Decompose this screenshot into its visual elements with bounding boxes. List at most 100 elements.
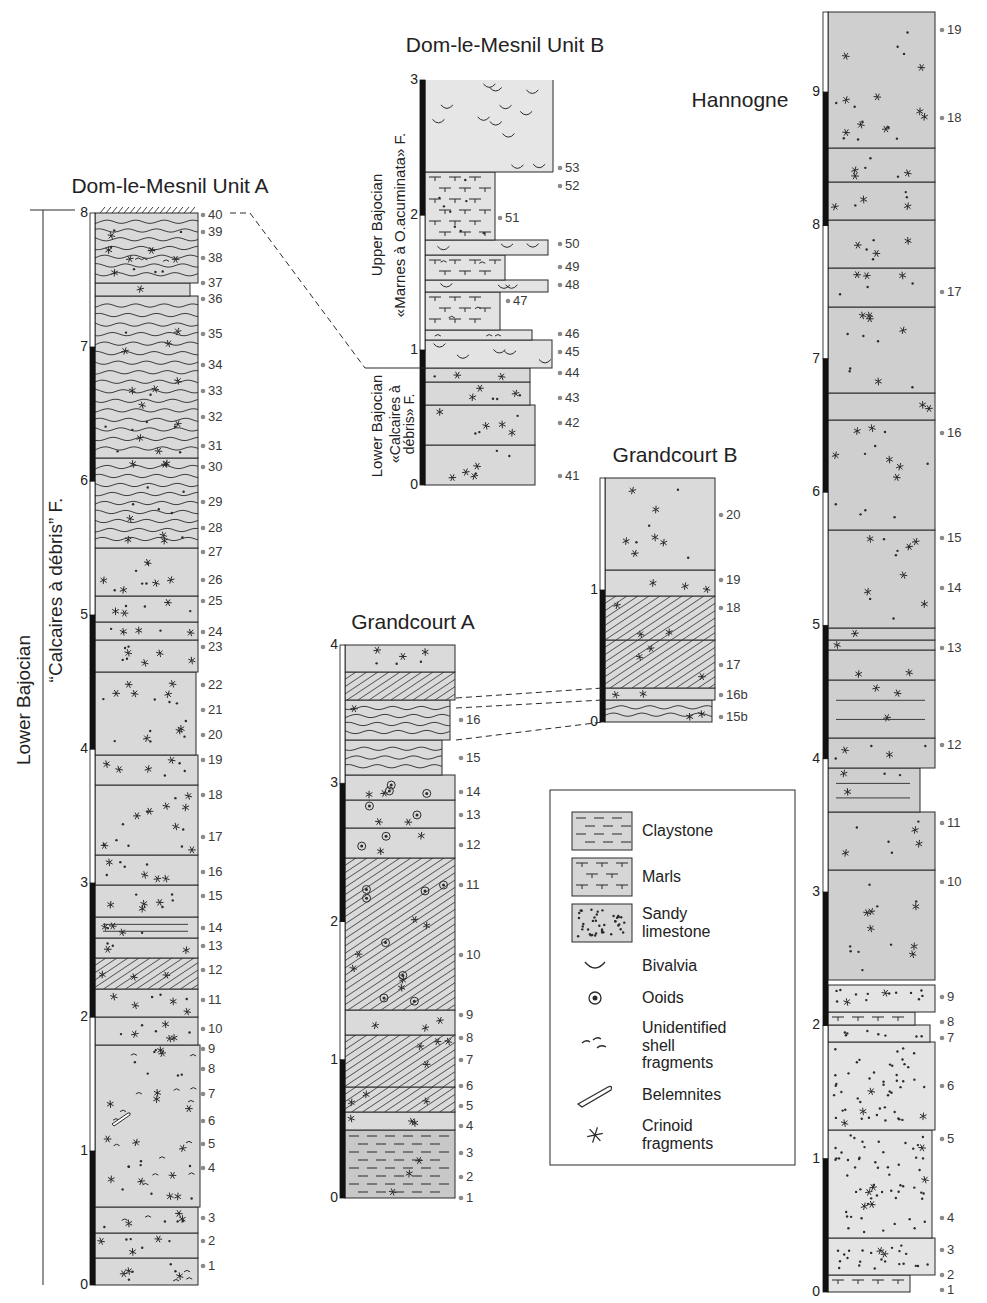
bed-part-part (395, 663, 397, 665)
bed-part-part (900, 572, 908, 579)
sample-number: 52 (565, 179, 579, 193)
bed-part-part (184, 770, 186, 772)
bed-part (844, 1030, 923, 1038)
sample-dot (498, 216, 503, 221)
sample-number: 17 (726, 658, 740, 672)
bed-part-part (868, 1116, 870, 1118)
scale-bar-part (90, 749, 95, 883)
bed-part-part (621, 842, 631, 843)
scale-bar-part (823, 1159, 828, 1292)
bed-part-part (125, 536, 132, 544)
bed-part-part (454, 372, 462, 379)
bed-part (104, 942, 190, 954)
bed-part (828, 985, 935, 1012)
bed-part-part (857, 121, 864, 128)
bed-part-part (95, 255, 198, 259)
bed-part-part (899, 1184, 901, 1186)
sample-dot (201, 213, 206, 218)
bed-part-part (869, 157, 871, 159)
sample-number: 6 (208, 1114, 215, 1128)
sample-number: 31 (208, 439, 222, 453)
bed-part (440, 284, 517, 289)
bed-part-part (100, 577, 107, 585)
bed-part-part (388, 789, 391, 792)
bed-part-part (135, 258, 141, 260)
bed-part-part (901, 1058, 903, 1060)
bed-part-part (125, 1238, 127, 1240)
bed-part-part (913, 1227, 915, 1229)
bed-part (345, 645, 455, 672)
bed-part (828, 393, 935, 420)
bed-part-part (174, 1270, 176, 1272)
bed-part-part (594, 818, 604, 819)
sample-number: 10 (466, 948, 480, 962)
bed-part-part (460, 230, 462, 232)
legend-swatch (572, 904, 632, 942)
bed (95, 855, 198, 885)
bed-part-part (180, 231, 182, 233)
sample-number: 16 (466, 713, 480, 727)
depth-tick: 4 (330, 637, 338, 652)
bed-part-part (864, 509, 866, 511)
bed-part-part (878, 1141, 880, 1143)
bed-part-part (167, 576, 174, 583)
scale-bar-part (823, 12, 828, 92)
bed-part-part (627, 596, 693, 640)
bed-part-part (131, 1031, 139, 1038)
bed-part-part (904, 203, 911, 211)
bed-part (605, 700, 712, 722)
bed-part-part (880, 1258, 882, 1260)
bed-part-part (863, 1231, 865, 1233)
bed-part-part (413, 1000, 416, 1003)
bed-part-part (119, 929, 126, 936)
bed-part-part (876, 905, 878, 907)
bed-part-part (358, 1160, 368, 1161)
bed-part-part (479, 262, 485, 264)
bed-part (835, 31, 928, 140)
bed-part (605, 596, 715, 640)
bed-part-part (399, 1035, 455, 1087)
sample-number: 25 (208, 594, 222, 608)
bed-part-part (345, 858, 455, 1010)
bed-part-part (601, 909, 603, 911)
sample-number: 36 (208, 292, 222, 306)
sample-dot (558, 265, 563, 270)
bed-part-part (188, 847, 196, 854)
bed-part-part (489, 260, 501, 264)
bed-part-part (832, 1280, 844, 1284)
bed-part-part (112, 690, 120, 697)
sample-dot (940, 1288, 945, 1293)
bed-part-part (578, 912, 580, 914)
bed-part-part (122, 823, 124, 825)
bed-part (95, 958, 198, 989)
sample-dot (506, 299, 511, 304)
bed-part-part (892, 617, 894, 619)
bed-part-part (913, 903, 920, 911)
sample-dot (201, 578, 206, 583)
bed-part-part (843, 96, 850, 103)
sample-number: 18 (947, 111, 961, 125)
bed-part-part (176, 1272, 183, 1280)
bed-part-part (606, 874, 618, 878)
bed-part-part (128, 1165, 130, 1167)
bed-part (95, 283, 190, 296)
bed-part (828, 307, 935, 393)
sample-number: 46 (565, 327, 579, 341)
bed (95, 283, 190, 296)
scale-bar-part (90, 1017, 95, 1151)
legend-label: Belemnites (642, 1086, 721, 1104)
bed-part-part (918, 998, 920, 1000)
sample-number: 7 (466, 1053, 473, 1067)
bed-part-part (840, 1151, 842, 1153)
bed-part-part (345, 858, 455, 1010)
bed (828, 182, 935, 220)
top-surface-hatch-part (112, 207, 117, 213)
bed (425, 445, 535, 485)
bed-part (828, 12, 935, 148)
bed-part-part (842, 53, 850, 60)
bed-part-part (838, 1157, 840, 1159)
bed-part-part (109, 923, 117, 930)
bed-part (345, 800, 455, 828)
bed-part-part (135, 893, 137, 895)
sample-dot (940, 1084, 945, 1089)
